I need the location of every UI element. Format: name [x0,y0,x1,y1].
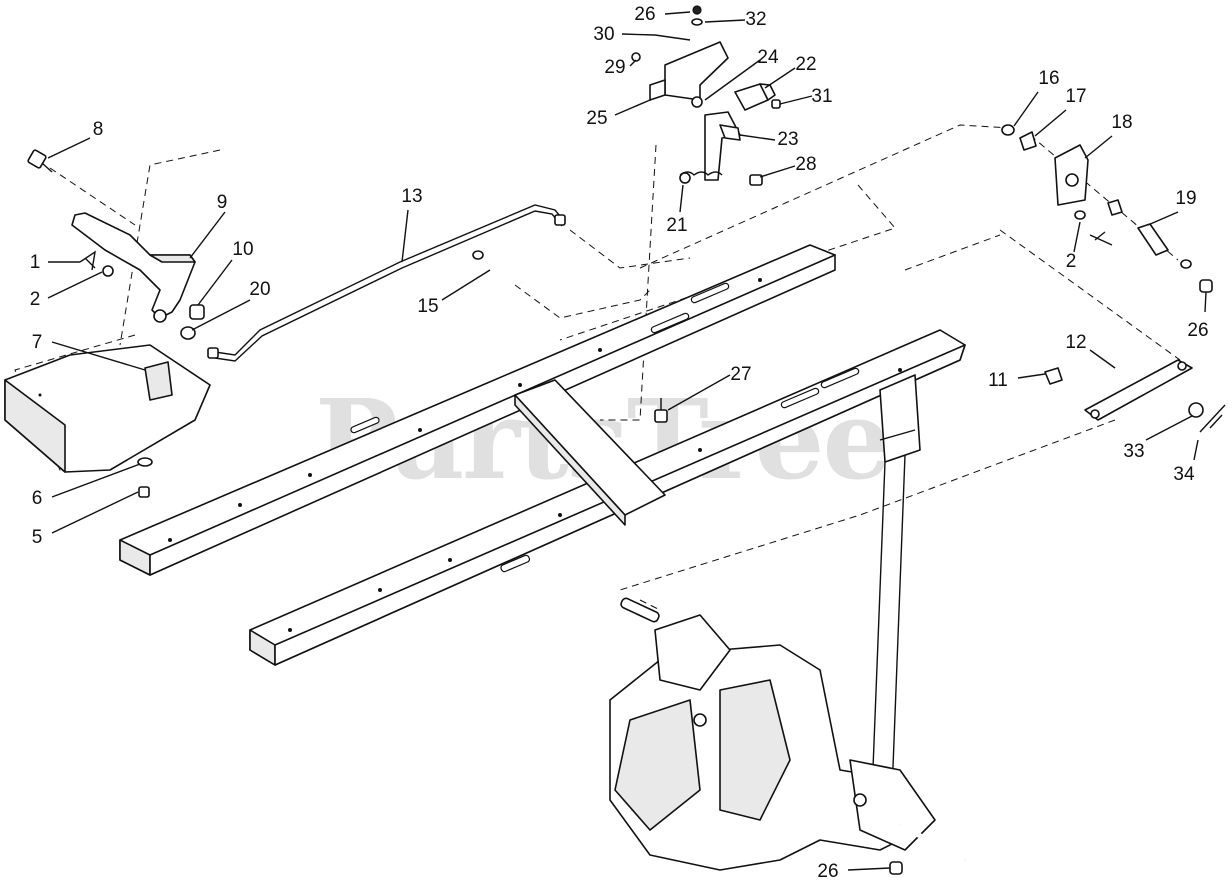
callout-c34: 34 [1173,464,1195,485]
screw-27 [654,398,668,423]
leader-lines [47,11,1207,871]
callout-c10: 10 [232,239,253,260]
hairpin-1 [79,250,96,271]
callout-c22: 22 [795,54,816,75]
callout-c23: 23 [777,129,798,150]
link-bar-12 [1044,359,1226,433]
washer-6 [137,457,153,467]
pin-15 [472,250,523,284]
callout-c26b: 26 [1187,320,1208,341]
screw-5 [138,486,150,498]
callout-c29: 29 [604,57,625,78]
callout-c26a: 26 [634,4,655,25]
callout-c8: 8 [93,119,104,140]
callout-c32: 32 [745,9,766,30]
callout-c1: 1 [30,252,41,273]
callout-c21: 21 [666,215,687,236]
callout-c19: 19 [1175,188,1196,209]
transaxle [609,597,967,875]
callout-c13: 13 [401,186,422,207]
callout-c26c: 26 [817,861,838,882]
callout-c2a: 2 [30,289,41,310]
switch-22 [734,83,781,111]
callout-c28: 28 [795,154,816,175]
bracket-assembly-18 [1001,124,1213,293]
callout-c15: 15 [417,296,438,317]
washer-2-left [102,265,114,277]
callout-c16: 16 [1038,68,1059,89]
callout-c18: 18 [1111,112,1132,133]
callout-c9: 9 [217,192,228,213]
callout-c5: 5 [32,527,43,548]
bracket-assembly-24 [631,5,729,108]
callout-c6: 6 [32,488,43,509]
frame-rail-upper [119,244,836,576]
nut-10 [189,304,205,320]
bolt-8 [27,149,53,173]
callout-c20: 20 [249,279,270,300]
callout-c31: 31 [811,86,832,107]
pedal-arm-9 [71,212,196,323]
callout-c30: 30 [593,24,614,45]
callout-c12: 12 [1065,332,1086,353]
callout-c11: 11 [988,370,1008,391]
callout-c24: 24 [757,47,779,68]
bushing-20 [180,326,196,340]
callout-c2b: 2 [1066,251,1077,272]
callout-c25: 25 [586,108,607,129]
callout-c27: 27 [730,364,751,385]
brake-rod-13 [207,204,566,362]
callout-c17: 17 [1065,86,1086,107]
callout-c33: 33 [1123,441,1144,462]
pedal-pad-7 [4,344,211,473]
lever-bracket-23 [679,111,763,186]
cross-member [514,379,666,526]
vertical-strut [869,374,921,846]
callout-c7: 7 [32,332,43,353]
